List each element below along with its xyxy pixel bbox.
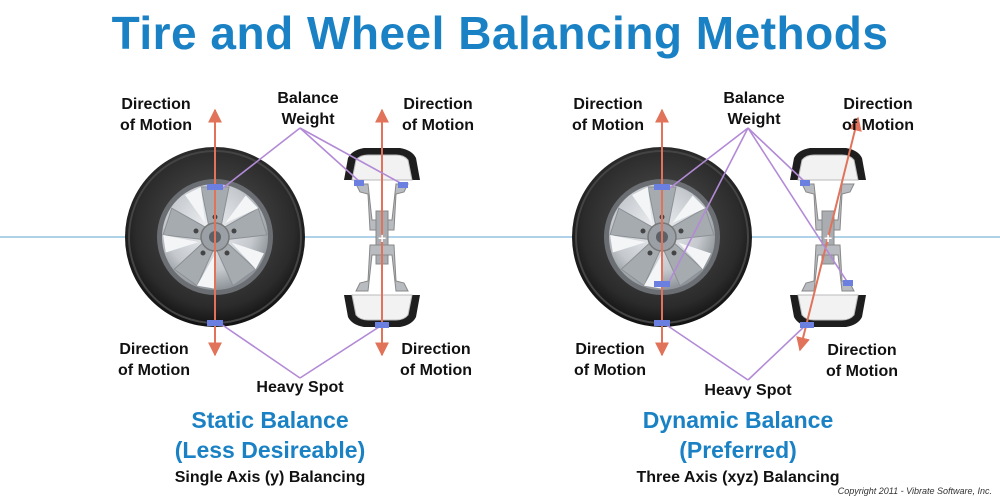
static-balance-title: Static Balance(Less Desireable) <box>174 407 366 463</box>
label-heavy-spot: Heavy Spot <box>704 382 792 399</box>
label-heavy-spot: Heavy Spot <box>256 379 344 396</box>
page-title: Tire and Wheel Balancing Methods <box>111 7 889 59</box>
dynamic-balance-note: Three Axis (xyz) Balancing <box>636 469 840 486</box>
static-balance-diagram: + <box>124 108 421 379</box>
leader-lines <box>217 127 405 379</box>
dynamic-balance-title: Dynamic Balance(Preferred) <box>642 407 834 463</box>
svg-text:+: + <box>824 230 832 246</box>
balance-weight-icon <box>654 180 853 328</box>
leader-lines <box>661 127 849 381</box>
dynamic-balance-diagram: + <box>571 108 867 381</box>
motion-axis-arrow <box>796 116 862 352</box>
svg-text:+: + <box>378 230 386 246</box>
copyright-notice: Copyright 2011 - Vibrate Software, Inc. <box>837 486 992 496</box>
static-balance-note: Single Axis (y) Balancing <box>174 469 366 486</box>
balance-weight-icon <box>207 180 408 328</box>
